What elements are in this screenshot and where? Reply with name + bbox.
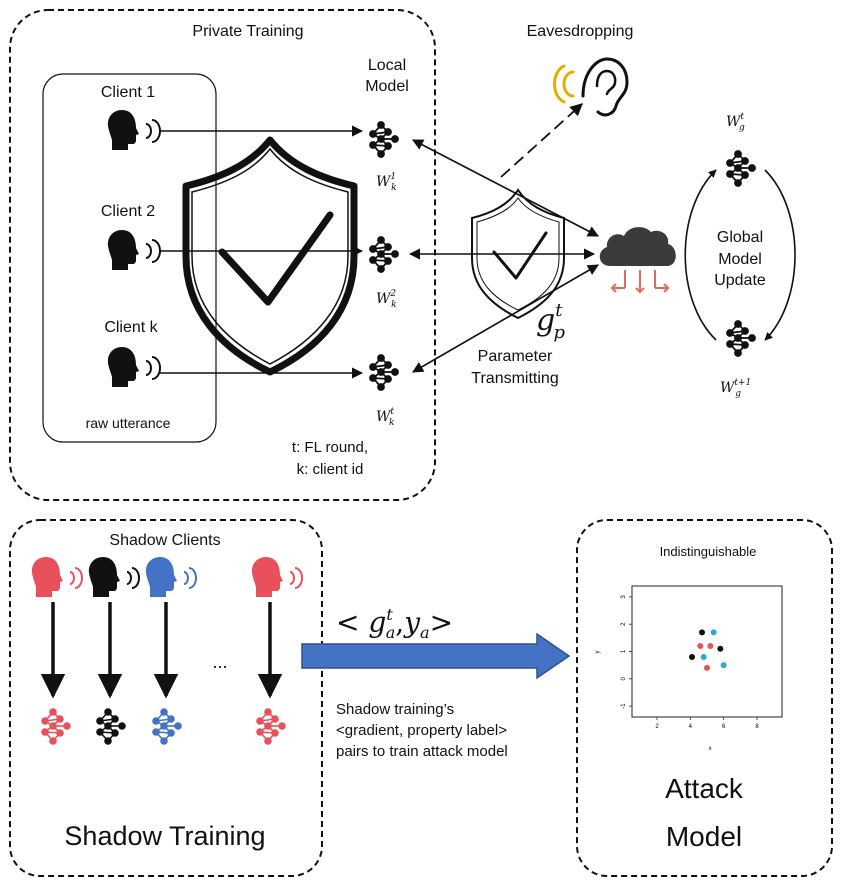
x-tick-label: 2 [655, 724, 659, 730]
shadow-model-black-icon [96, 708, 126, 745]
attack-label-1: Attack [665, 773, 744, 804]
shadow-desc-1: Shadow training’s [336, 701, 454, 718]
shadow-desc-2: <gradient, property label> [336, 722, 507, 739]
scatter-point [697, 643, 704, 650]
shadow-client-black-icon [88, 557, 120, 597]
plot-frame [631, 585, 783, 718]
global-update-label-2: Model [718, 251, 762, 268]
parameter-label-1: Parameter [478, 348, 553, 365]
model-k-cloud-link [412, 264, 599, 373]
client-k-label: Client k [104, 319, 158, 336]
plot-y-label: y [595, 651, 601, 654]
shadow-model-red-2-icon [256, 708, 286, 745]
x-tick-label: 4 [689, 724, 693, 730]
x-tick-label: 6 [722, 724, 726, 730]
legend-line-1: t: FL round, [292, 439, 368, 456]
shadow-desc-3: pairs to train attack model [336, 743, 508, 760]
global-update-label-3: Update [714, 272, 766, 289]
client-1-speaker-icon [107, 110, 139, 150]
raw-utterance-label: raw utterance [86, 415, 171, 431]
shadow-ellipsis: ... [212, 652, 227, 672]
y-tick-label: 2 [621, 622, 627, 626]
scatter-point [700, 653, 707, 660]
scatter-plot: 2 4 6 8 -1 0 1 2 3 [621, 585, 783, 730]
client-1-label: Client 1 [101, 84, 155, 101]
local-model-1-icon [369, 121, 399, 158]
local-model-label-1: Local [368, 57, 406, 74]
scatter-point [699, 629, 705, 636]
cloud-server-icon [599, 227, 676, 294]
attack-model-box [576, 519, 833, 877]
global-model-top-icon [726, 150, 756, 187]
y-tick-label: 1 [621, 649, 627, 653]
sound-wave-icon [145, 119, 161, 380]
plot-x-label: x [709, 746, 712, 752]
ear-icon [552, 57, 629, 117]
indistinguishable-label: Indistinguishable [660, 544, 757, 559]
x-tick-label: 8 [755, 724, 759, 730]
shadow-client-blue-icon [145, 557, 177, 597]
shadow-model-blue-icon [152, 708, 182, 745]
scatter-point [707, 643, 714, 650]
local-model-k-icon [369, 354, 399, 391]
shadow-model-red-icon [41, 708, 71, 745]
scatter-point [720, 662, 727, 669]
scatter-point [717, 645, 724, 652]
private-training-title: Private Training [192, 23, 303, 40]
shadow-clients-title: Shadow Clients [109, 532, 220, 549]
scatter-point [710, 629, 717, 636]
shadow-training-box [9, 519, 323, 877]
client-k-speaker-icon [107, 347, 139, 387]
attack-label-2: Model [666, 821, 742, 852]
shadow-client-red-icon [31, 557, 63, 597]
shadow-sound-wave-icon [69, 567, 303, 589]
shadow-client-red-2-icon [251, 557, 283, 597]
shadow-train-arrows [40, 602, 283, 699]
privacy-shield-icon [182, 136, 358, 376]
client-2-speaker-icon [107, 230, 139, 270]
scatter-point [704, 664, 710, 671]
legend-line-2: k: client id [297, 461, 364, 478]
gradient-transfer-arrow [301, 632, 571, 680]
scatter-point [689, 653, 695, 660]
eavesdrop-arrow [500, 103, 583, 178]
global-update-label-1: Global [717, 229, 763, 246]
client-2-label: Client 2 [101, 203, 155, 220]
shadow-training-label: Shadow Training [64, 821, 265, 851]
global-update-right-arc [764, 169, 796, 341]
eavesdropping-label: Eavesdropping [527, 23, 634, 40]
transmission-shield-icon [471, 188, 565, 320]
clients-box [42, 73, 217, 443]
y-tick-label: 3 [621, 595, 627, 599]
local-model-2-icon [369, 236, 399, 273]
local-model-label-2: Model [365, 78, 409, 95]
y-tick-label: 0 [621, 676, 627, 680]
y-tick-label: -1 [621, 703, 627, 709]
model-1-cloud-link [412, 139, 599, 237]
parameter-label-2: Transmitting [471, 370, 558, 387]
global-model-bottom-icon [726, 320, 756, 357]
global-update-left-arc [684, 169, 717, 341]
